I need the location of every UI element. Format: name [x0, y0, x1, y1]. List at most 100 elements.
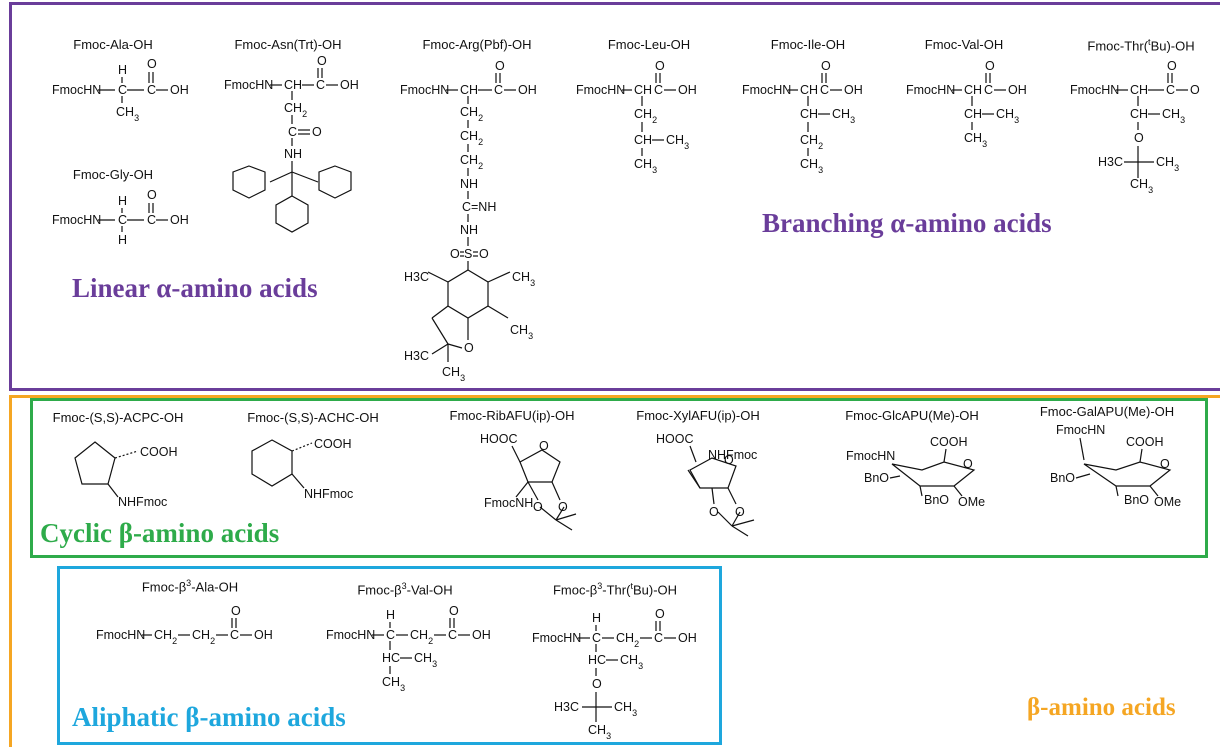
- compound-name-fmoc-asn-trt: Fmoc-Asn(Trt)-OH: [234, 37, 342, 52]
- svg-text:CH3: CH3: [800, 157, 823, 175]
- svg-text:H: H: [386, 608, 395, 622]
- svg-text:CH3: CH3: [614, 700, 637, 718]
- svg-text:NHFmoc: NHFmoc: [304, 487, 353, 501]
- svg-text:C: C: [147, 83, 156, 97]
- svg-text:CH: CH: [1130, 83, 1148, 97]
- svg-text:C: C: [147, 213, 156, 227]
- structure-fmoc-ribafu: HOOC O FmocNH O O: [480, 432, 577, 531]
- beta-group-box: [9, 395, 1220, 747]
- svg-text:OH: OH: [170, 83, 189, 97]
- svg-text:OH: OH: [518, 83, 537, 97]
- svg-text:BnO: BnO: [864, 471, 889, 485]
- svg-text:C: C: [316, 78, 325, 92]
- svg-text:O: O: [724, 453, 734, 467]
- name-part: -Ala-OH: [191, 579, 239, 595]
- structure-fmoc-achc: COOH NHFmoc: [251, 437, 353, 501]
- cyclic-beta-group-box: [30, 398, 1208, 558]
- name-part: Bu)-OH: [632, 582, 678, 598]
- structure-fmoc-b3-ala: FmocHN CH2 CH2 C O OH: [96, 604, 273, 646]
- structure-fmoc-arg-pbf: FmocHN CH C O OH CH2 CH2 CH2 NH C =NH NH…: [400, 59, 537, 383]
- structure-fmoc-gly: FmocHN C H H C O OH: [52, 188, 189, 247]
- svg-text:CH3: CH3: [996, 107, 1019, 125]
- svg-text:CH: CH: [800, 83, 818, 97]
- svg-text:C: C: [448, 628, 457, 642]
- svg-text:OH: OH: [678, 83, 697, 97]
- svg-text:O: O: [1134, 131, 1144, 145]
- name-part-sup: 3: [186, 578, 192, 588]
- svg-text:CH: CH: [284, 78, 302, 92]
- svg-text:FmocHN: FmocHN: [906, 83, 955, 97]
- svg-text:NH: NH: [284, 147, 302, 161]
- svg-text:FmocHN: FmocHN: [576, 83, 625, 97]
- svg-text:HOOC: HOOC: [480, 432, 518, 446]
- svg-text:CH3: CH3: [832, 107, 855, 125]
- compound-name-fmoc-galapu: Fmoc-GalAPU(Me)-OH: [1039, 404, 1175, 419]
- svg-text:FmocHN: FmocHN: [846, 449, 895, 463]
- svg-text:FmocHN: FmocHN: [326, 628, 375, 642]
- svg-text:C: C: [494, 83, 503, 97]
- name-part: -Val-OH: [406, 582, 453, 598]
- svg-text:CH3: CH3: [512, 270, 535, 288]
- label-branching-alpha: Branching α-amino acids: [762, 208, 1052, 238]
- compound-name-fmoc-leu: Fmoc-Leu-OH: [607, 37, 691, 52]
- label-beta: β-amino acids: [1027, 694, 1176, 721]
- svg-text:COOH: COOH: [314, 437, 352, 451]
- name-part-sup: 3: [597, 581, 603, 591]
- svg-text:FmocHN: FmocHN: [96, 628, 145, 642]
- svg-text:CH2: CH2: [154, 628, 177, 646]
- svg-text:O: O: [449, 604, 459, 618]
- svg-text:CH2: CH2: [800, 133, 823, 151]
- svg-text:H3C: H3C: [554, 700, 579, 714]
- structure-fmoc-val: FmocHN CH C O OH CH CH3 CH3: [906, 59, 1027, 149]
- svg-text:C: C: [654, 631, 663, 645]
- compound-name-fmoc-b3-thr: Fmoc-β3-Thr(tBu)-OH: [553, 581, 677, 597]
- structure-fmoc-ile: FmocHN CH C O OH CH CH3 CH2 CH3: [742, 59, 863, 175]
- compound-name-fmoc-b3-val: Fmoc-β3-Val-OH: [357, 581, 452, 597]
- svg-text:O: O: [231, 604, 241, 618]
- svg-text:C: C: [820, 83, 829, 97]
- svg-text:BnO: BnO: [924, 493, 949, 507]
- svg-text:O: O: [655, 607, 665, 621]
- svg-text:C: C: [288, 125, 297, 139]
- svg-text:BnO: BnO: [1124, 493, 1149, 507]
- svg-text:FmocHN: FmocHN: [1056, 423, 1105, 437]
- linear-alpha-group-box: [9, 2, 1220, 391]
- svg-text:CH: CH: [460, 83, 478, 97]
- svg-text:O: O: [312, 125, 322, 139]
- svg-text:CH: CH: [800, 107, 818, 121]
- label-aliphatic-beta: Aliphatic β-amino acids: [72, 702, 346, 732]
- svg-text:CH3: CH3: [964, 131, 987, 149]
- svg-text:O: O: [147, 188, 157, 202]
- structure-fmoc-thr-tbu: FmocHN CH C O O CH CH3 O H3C CH3 CH3: [1070, 59, 1200, 195]
- svg-text:OH: OH: [678, 631, 697, 645]
- name-part: -Thr(: [602, 582, 631, 598]
- svg-text:CH2: CH2: [460, 153, 483, 171]
- svg-text:CH3: CH3: [666, 133, 689, 151]
- compound-name-fmoc-ile: Fmoc-Ile-OH: [770, 37, 846, 52]
- compound-name-fmoc-ribafu: Fmoc-RibAFU(ip)-OH: [449, 408, 575, 423]
- structure-fmoc-ala: FmocHN C H CH3 C O OH: [52, 57, 189, 123]
- svg-text:CH2: CH2: [616, 631, 639, 649]
- svg-text:O: O: [1167, 59, 1177, 73]
- svg-text:O: O: [317, 54, 327, 68]
- svg-text:O: O: [495, 59, 505, 73]
- svg-text:O: O: [539, 439, 549, 453]
- svg-text:CH2: CH2: [410, 628, 433, 646]
- svg-text:CH3: CH3: [1130, 177, 1153, 195]
- svg-text:CH3: CH3: [588, 723, 611, 741]
- svg-text:CH: CH: [634, 133, 652, 147]
- structure-fmoc-xylafu: HOOC NHFmoc O O O: [656, 432, 757, 537]
- svg-text:O: O: [464, 341, 474, 355]
- svg-text:CH3: CH3: [442, 365, 465, 383]
- svg-text:FmocHN: FmocHN: [52, 213, 101, 227]
- svg-text:CH: CH: [1130, 107, 1148, 121]
- name-part: Fmoc-Thr(: [1087, 38, 1149, 54]
- svg-text:C: C: [1166, 83, 1175, 97]
- svg-text:O: O: [147, 57, 157, 71]
- compound-name-fmoc-b3-ala: Fmoc-β3-Ala-OH: [142, 578, 238, 594]
- compound-name-fmoc-achc: Fmoc-(S,S)-ACHC-OH: [247, 410, 379, 425]
- svg-text:H3C: H3C: [1098, 155, 1123, 169]
- svg-text:O: O: [985, 59, 995, 73]
- svg-text:COOH: COOH: [930, 435, 968, 449]
- svg-text:OH: OH: [254, 628, 273, 642]
